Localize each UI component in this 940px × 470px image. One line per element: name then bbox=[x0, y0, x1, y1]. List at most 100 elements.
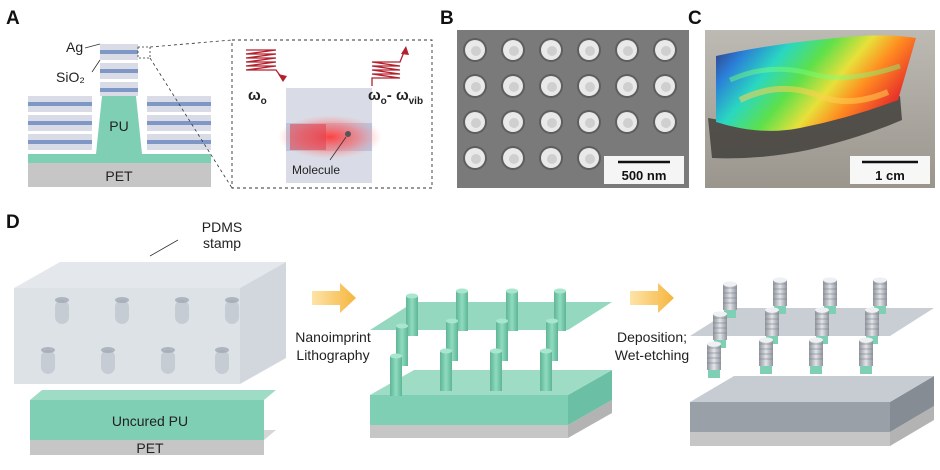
pu-pillar-base bbox=[760, 366, 772, 374]
sem-pillar-core bbox=[547, 82, 557, 92]
sem-pillar-core bbox=[661, 118, 671, 128]
pdms-label-line2: stamp bbox=[203, 235, 241, 251]
pu-layer-a bbox=[28, 154, 211, 163]
metal-stack bbox=[713, 314, 727, 340]
zoom-line-top bbox=[149, 39, 233, 48]
pu-pillar-base bbox=[708, 370, 720, 378]
sem-pillar-core bbox=[585, 82, 595, 92]
pu-pillar-top bbox=[406, 293, 418, 299]
molecule-leader-line bbox=[329, 136, 347, 161]
panel-letter-a: A bbox=[6, 8, 20, 29]
panel-letter-b: B bbox=[440, 8, 454, 29]
pdms-stamp-top bbox=[14, 262, 286, 288]
metal-stack bbox=[859, 340, 873, 366]
film-wave-highlight-2 bbox=[728, 63, 901, 83]
sio2-label: SiO₂ bbox=[56, 69, 85, 85]
metal-stack bbox=[707, 344, 721, 370]
pu-pillar-top bbox=[506, 288, 518, 294]
sem-pillar-core bbox=[585, 118, 595, 128]
metal-stack bbox=[809, 340, 823, 366]
pdms-stamp-side bbox=[240, 262, 286, 384]
metal-stack bbox=[823, 280, 837, 306]
sem-pillar-core bbox=[509, 82, 519, 92]
pu-pillar bbox=[506, 291, 518, 331]
sem-pillar-core bbox=[471, 154, 481, 164]
pet-label-d: PET bbox=[136, 440, 164, 456]
sem-scalebar-label: 500 nm bbox=[622, 168, 667, 183]
zoom-source-box bbox=[137, 46, 151, 59]
sem-pillar-core bbox=[509, 118, 519, 128]
sem-pillar-core bbox=[471, 118, 481, 128]
sem-pillar-core bbox=[661, 82, 671, 92]
pu-label-a: PU bbox=[109, 118, 128, 134]
sem-pillar-core bbox=[509, 46, 519, 56]
metal-cap-top bbox=[865, 307, 879, 313]
metal-cap-top bbox=[873, 277, 887, 283]
stamp-hole-rim bbox=[115, 297, 129, 303]
metal-stack bbox=[723, 284, 737, 310]
metal-cap-top bbox=[759, 337, 773, 343]
pet-substrate-a bbox=[28, 163, 211, 187]
panel-letter-d: D bbox=[6, 212, 20, 233]
process-arrow-1 bbox=[312, 283, 356, 313]
pu-pillar bbox=[406, 296, 418, 336]
step3-coated-array bbox=[690, 277, 934, 446]
stamp-hole-rim bbox=[41, 347, 55, 353]
stamp-hole bbox=[55, 300, 69, 324]
step1-text-line2: Lithography bbox=[296, 347, 369, 363]
pu-pillar-base bbox=[824, 306, 836, 314]
sem-pillar-core bbox=[547, 154, 557, 164]
pu-pillar bbox=[390, 356, 402, 396]
sem-pillar-core bbox=[509, 154, 519, 164]
metal-cap-top bbox=[809, 337, 823, 343]
stamp-hole bbox=[175, 300, 189, 324]
stamp-hole-rim bbox=[175, 297, 189, 303]
pet-label-a: PET bbox=[105, 168, 133, 184]
sem-pillar-core bbox=[547, 46, 557, 56]
stamp-hole-rim bbox=[215, 347, 229, 353]
sem-pillar-core bbox=[623, 82, 633, 92]
flexible-film-rainbow bbox=[716, 35, 916, 131]
step2-text-line2: Wet-etching bbox=[615, 347, 689, 363]
process-arrow-2 bbox=[630, 283, 674, 313]
metal-stack bbox=[865, 310, 879, 336]
stamp-hole bbox=[215, 350, 229, 374]
multilayer-left bbox=[28, 96, 92, 150]
sio2-leader-line bbox=[91, 59, 101, 73]
scattered-light-wave bbox=[371, 51, 405, 86]
metal-stack bbox=[815, 310, 829, 336]
sem-pillar-core bbox=[585, 46, 595, 56]
sem-pillar-core bbox=[471, 46, 481, 56]
stamp-hole bbox=[161, 350, 175, 374]
molecule-label: Molecule bbox=[292, 163, 340, 177]
stamp-hole bbox=[115, 300, 129, 324]
pu-pillar-top bbox=[390, 353, 402, 359]
pu-pillar-top bbox=[440, 348, 452, 354]
uncured-pu-label: Uncured PU bbox=[112, 413, 188, 429]
zoom-line-bottom bbox=[149, 57, 233, 189]
photo-scalebar-label: 1 cm bbox=[875, 168, 905, 183]
inset-gap-mode bbox=[290, 124, 326, 150]
sem-pillar-core bbox=[623, 118, 633, 128]
metal-cap-top bbox=[713, 311, 727, 317]
sem-pillar-array bbox=[463, 38, 677, 170]
pdms-leader-line bbox=[149, 239, 179, 257]
pu-pillar-base bbox=[774, 306, 786, 314]
panel-letter-c: C bbox=[688, 8, 702, 29]
pu-pillar-base bbox=[724, 310, 736, 318]
pu-pillar-base bbox=[860, 366, 872, 374]
pu-pillar-base bbox=[874, 306, 886, 314]
molecule-dot bbox=[345, 131, 351, 137]
metal-cap-top bbox=[815, 307, 829, 313]
ag-leader-line bbox=[84, 43, 101, 49]
pu-pillar-top bbox=[456, 288, 468, 294]
sem-pillar-core bbox=[547, 118, 557, 128]
incident-light-wave bbox=[245, 49, 283, 79]
omega-out-label: ωo- ωvib bbox=[368, 87, 423, 107]
scattered-arrowhead bbox=[401, 46, 409, 55]
pu-pillar-top bbox=[554, 288, 566, 294]
stamp-hole-rim bbox=[55, 297, 69, 303]
metal-cap-top bbox=[707, 341, 721, 347]
sem-scalebar-bg bbox=[604, 156, 684, 184]
